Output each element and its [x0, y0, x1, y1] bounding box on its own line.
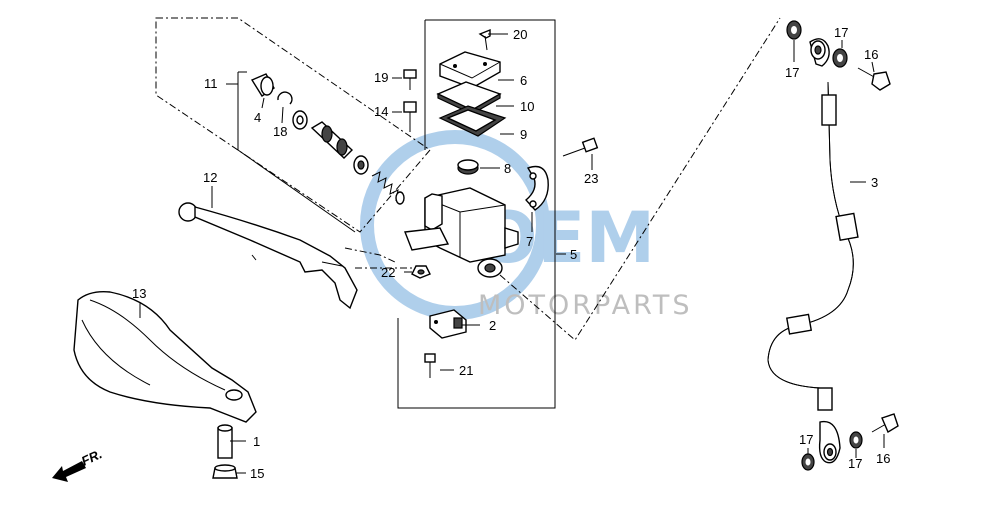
callout-17-a: 17	[785, 65, 799, 80]
callout-11: 11	[204, 76, 218, 91]
callout-5: 5	[570, 247, 577, 262]
oil-bolt-lower	[871, 413, 899, 434]
watermark-sub: MOTORPARTS	[478, 290, 693, 321]
reservoir-cap	[439, 51, 501, 89]
watermark: OEM MOTORPARTS	[360, 130, 693, 321]
bracket-nut	[411, 265, 431, 279]
diaphragm	[438, 105, 507, 137]
callout-18: 18	[273, 124, 287, 139]
washer-ring	[292, 110, 308, 130]
sealing-washer-a	[786, 20, 802, 40]
kit-11-bracket	[237, 72, 356, 233]
callout-6: 6	[520, 73, 527, 88]
screw-top	[478, 28, 491, 51]
callout-17-c: 17	[799, 432, 813, 447]
rubber-cap	[457, 159, 479, 175]
callout-1: 1	[253, 434, 260, 449]
callout-16-upper: 16	[864, 47, 878, 62]
sealing-washer-c	[801, 453, 815, 471]
front-direction-arrow-icon	[52, 461, 86, 482]
callout-15: 15	[250, 466, 264, 481]
callout-22: 22	[381, 265, 395, 280]
callout-17-d: 17	[848, 456, 862, 471]
callout-23: 23	[584, 171, 598, 186]
screw-cap	[403, 69, 417, 90]
callout-21: 21	[459, 363, 473, 378]
sleeve-collar	[217, 424, 233, 459]
brake-light-switch	[429, 309, 467, 339]
holder-bolt	[562, 137, 599, 157]
callout-20: 20	[513, 27, 527, 42]
callout-12: 12	[203, 170, 217, 185]
callout-9: 9	[520, 127, 527, 142]
knuckle-guard	[73, 290, 257, 423]
oil-bolt-upper	[857, 67, 891, 91]
callout-labels: 1 2 3 4 5 6 7 8 9 10 11 12 13 14 15 16 1…	[132, 25, 890, 481]
lock-nut	[212, 464, 238, 479]
reservoir-screw	[403, 101, 417, 132]
cup-seal	[353, 155, 369, 175]
callout-2: 2	[489, 318, 496, 333]
circlip	[277, 91, 293, 105]
leader-lines	[139, 33, 885, 474]
callout-13: 13	[132, 286, 146, 301]
callout-14: 14	[374, 104, 388, 119]
boot	[250, 73, 275, 97]
holder-clamp	[524, 165, 549, 211]
callout-4: 4	[254, 110, 261, 125]
hose-link-line	[499, 17, 781, 341]
sealing-washer-b	[832, 48, 848, 68]
switch-screw	[424, 353, 436, 378]
callout-7: 7	[526, 234, 533, 249]
callout-3: 3	[871, 175, 878, 190]
callout-10: 10	[520, 99, 534, 114]
lever-group-frame	[155, 17, 431, 233]
callout-16-lower: 16	[876, 451, 890, 466]
brake-lever	[178, 202, 358, 310]
return-spring	[371, 171, 405, 205]
sealing-washer-d	[849, 431, 863, 449]
brake-hose	[767, 38, 859, 464]
front-direction-label: FR.	[79, 446, 104, 468]
callout-17-b: 17	[834, 25, 848, 40]
callout-19: 19	[374, 70, 388, 85]
master-cylinder-body	[404, 187, 519, 278]
piston	[310, 121, 354, 159]
callout-8: 8	[504, 161, 511, 176]
master-cylinder-frame	[397, 19, 556, 409]
